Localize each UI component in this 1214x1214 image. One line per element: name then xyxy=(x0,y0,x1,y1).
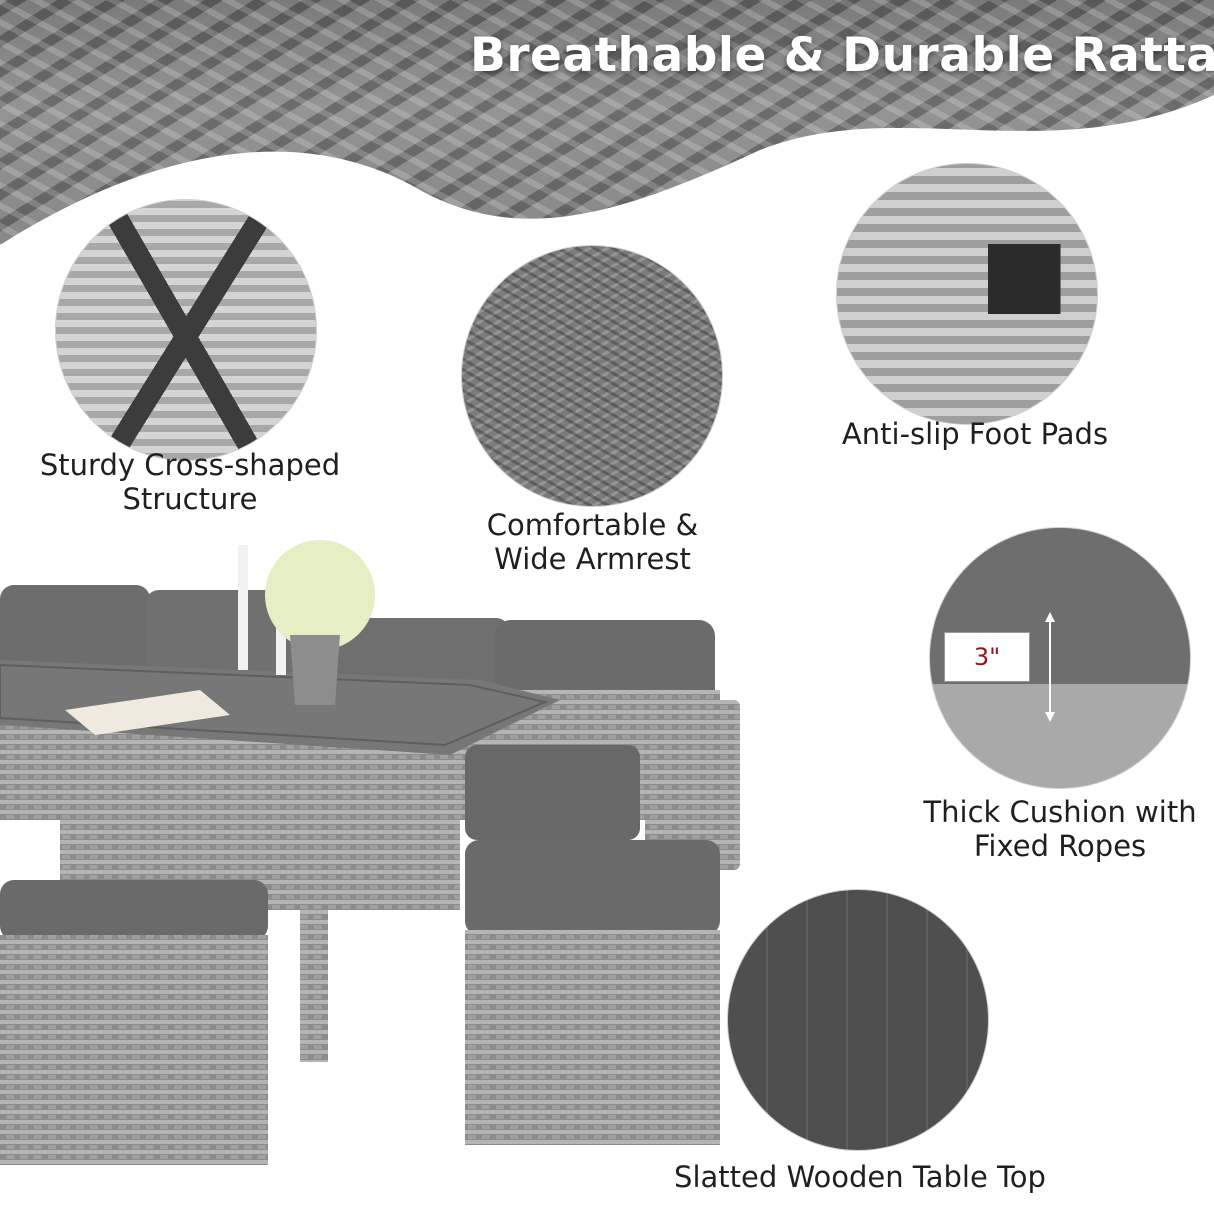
cross-structure-caption-line1: Sturdy Cross-shaped xyxy=(39,448,341,482)
armrest-caption-line1: Comfortable & xyxy=(486,508,699,542)
cushion-caption: Thick Cushion with Fixed Ropes xyxy=(900,795,1214,863)
cross-structure-photo xyxy=(55,199,317,461)
cushion-caption-line2: Fixed Ropes xyxy=(973,829,1147,863)
sofa-seat-cushion xyxy=(465,745,640,840)
cushion-thickness-badge: 3" xyxy=(944,632,1030,682)
foot-pads-caption-line1: Anti-slip Foot Pads xyxy=(841,417,1109,451)
tea-tray xyxy=(65,690,230,735)
flower-bouquet xyxy=(265,540,375,650)
table-slats xyxy=(0,663,549,747)
table-top-photo xyxy=(727,889,989,1151)
cushion-caption-line1: Thick Cushion with xyxy=(923,795,1197,829)
banner-title: Breathable & Durable Rattan xyxy=(470,28,1214,83)
sofa-armrest xyxy=(645,700,740,870)
candle xyxy=(238,545,248,670)
armrest-photo xyxy=(461,245,723,507)
ottoman-left xyxy=(0,880,268,1165)
cross-structure-caption-line2: Structure xyxy=(122,482,258,516)
armrest-caption-line2: Wide Armrest xyxy=(494,542,691,576)
thickness-arrow-icon xyxy=(1045,612,1055,722)
table-top-caption: Slatted Wooden Table Top xyxy=(640,1160,1080,1194)
armrest-caption: Comfortable & Wide Armrest xyxy=(450,508,735,576)
table-edge xyxy=(0,725,450,772)
cross-structure-caption: Sturdy Cross-shaped Structure xyxy=(20,448,360,516)
vase xyxy=(290,635,340,705)
foot-pad-photo xyxy=(836,163,1098,425)
furniture-scene xyxy=(0,540,740,1165)
ottoman-right xyxy=(465,840,720,1145)
foot-pads-caption: Anti-slip Foot Pads xyxy=(810,417,1140,451)
table-top-caption-line1: Slatted Wooden Table Top xyxy=(674,1160,1046,1194)
